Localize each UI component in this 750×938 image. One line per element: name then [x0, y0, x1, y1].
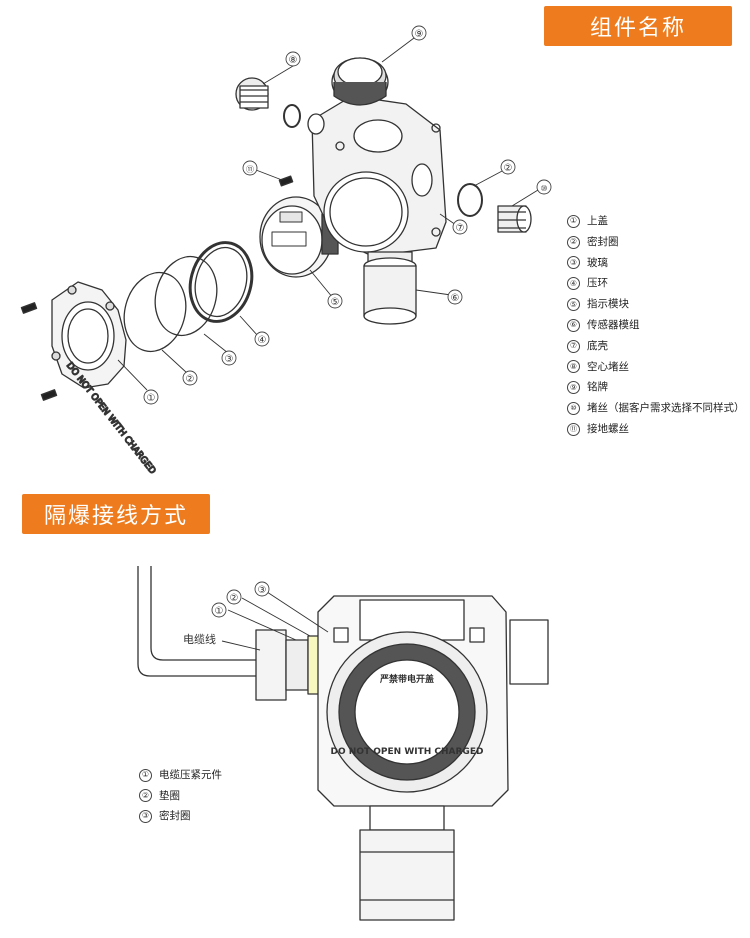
lid-warning-cn: 严禁带电开盖	[379, 673, 434, 685]
callout-5: ⑤	[331, 297, 340, 308]
cable-label: 电缆线	[183, 632, 216, 646]
seal-ring-part	[123, 271, 187, 353]
wiring-callout-3: ③	[258, 585, 267, 596]
legend-label: 底壳	[587, 339, 608, 352]
legend-num: ③	[139, 809, 152, 823]
legend-item: ⑩ 堵丝（据客户需求选择不同样式）	[567, 398, 745, 419]
legend-label: 空心堵丝	[587, 360, 629, 373]
legend-label: 玻璃	[587, 256, 608, 269]
sensor-module-part	[363, 251, 417, 325]
callout-8: ⑧	[289, 55, 298, 66]
legend-item: ① 电缆压紧元件	[139, 765, 222, 786]
glass-part	[154, 255, 218, 337]
legend-num: ⑥	[567, 318, 580, 332]
legend-num: ⑦	[567, 339, 580, 353]
lid-warning-en: DO NOT OPEN WITH CHARGED	[331, 747, 484, 757]
cover-screw-bottom	[40, 389, 58, 401]
legend-item: ③ 玻璃	[567, 253, 745, 274]
legend-label: 堵丝（据客户需求选择不同样式）	[587, 402, 745, 415]
cover-screw-top	[20, 302, 38, 314]
legend-item: ⑪ 接地螺丝	[567, 419, 745, 440]
press-ring-part	[188, 241, 254, 323]
legend-label: 铭牌	[587, 381, 608, 394]
legend-label: 密封圈	[587, 235, 619, 248]
wiring-legend: ① 电缆压紧元件 ② 垫圈 ③ 密封圈	[139, 765, 222, 827]
legend-item: ⑧ 空心堵丝	[567, 357, 745, 378]
legend-item: ② 垫圈	[139, 786, 222, 807]
legend-num: ⑪	[567, 422, 580, 436]
legend-item: ⑥ 传感器模组	[567, 315, 745, 336]
legend-label: 上盖	[587, 215, 608, 227]
legend-num: ①	[567, 214, 580, 228]
wiring-callout-1: ①	[215, 606, 224, 617]
legend-label: 接地螺丝	[587, 422, 629, 435]
legend-item: ③ 密封圈	[139, 806, 222, 827]
legend-item: ① 上盖	[567, 211, 745, 232]
wiring-callout-2: ②	[230, 593, 239, 604]
legend-num: ④	[567, 277, 580, 291]
legend-num: ⑨	[567, 381, 580, 395]
base-housing-part	[307, 95, 447, 257]
legend-item: ② 密封圈	[567, 232, 745, 253]
indicator-module-part	[259, 196, 339, 278]
callout-2-right: ②	[504, 163, 513, 174]
legend-num: ②	[139, 789, 152, 803]
callout-2: ②	[186, 374, 195, 385]
legend-label: 密封圈	[159, 810, 191, 822]
legend-num: ⑧	[567, 360, 580, 374]
wiring-diagram	[137, 566, 549, 921]
section-title-wiring: 隔爆接线方式	[22, 494, 210, 534]
callout-11: ⑪	[246, 165, 254, 174]
ground-screw-part	[278, 175, 294, 187]
legend-item: ⑤ 指示模块	[567, 294, 745, 315]
legend-num: ①	[139, 768, 152, 782]
plug-part	[457, 183, 532, 233]
legend-label: 传感器模组	[587, 318, 640, 331]
legend-label: 指示模块	[587, 298, 629, 311]
callout-3: ③	[225, 354, 234, 365]
legend-num: ②	[567, 235, 580, 249]
legend-item: ⑦ 底壳	[567, 336, 745, 357]
legend-num: ⑤	[567, 298, 580, 312]
callout-4: ④	[258, 335, 267, 346]
callout-6: ⑥	[451, 293, 460, 304]
section-title-components: 组件名称	[544, 6, 732, 46]
legend-label: 垫圈	[159, 789, 180, 802]
hollow-plug-part	[235, 77, 301, 128]
callout-1: ①	[147, 393, 156, 404]
callout-9: ⑨	[415, 29, 424, 40]
top-cover-part: DO NOT OPEN WITH CHARGED	[51, 281, 158, 477]
callout-7: ⑦	[456, 223, 465, 234]
legend-label: 压环	[587, 277, 608, 290]
legend-num: ⑩	[567, 402, 580, 416]
legend-num: ③	[567, 256, 580, 270]
legend-item: ⑨ 铭牌	[567, 377, 745, 398]
callout-10: ⑩	[540, 184, 547, 193]
legend-label: 电缆压紧元件	[159, 769, 222, 781]
nameplate-part	[331, 57, 389, 106]
legend-item: ④ 压环	[567, 273, 745, 294]
